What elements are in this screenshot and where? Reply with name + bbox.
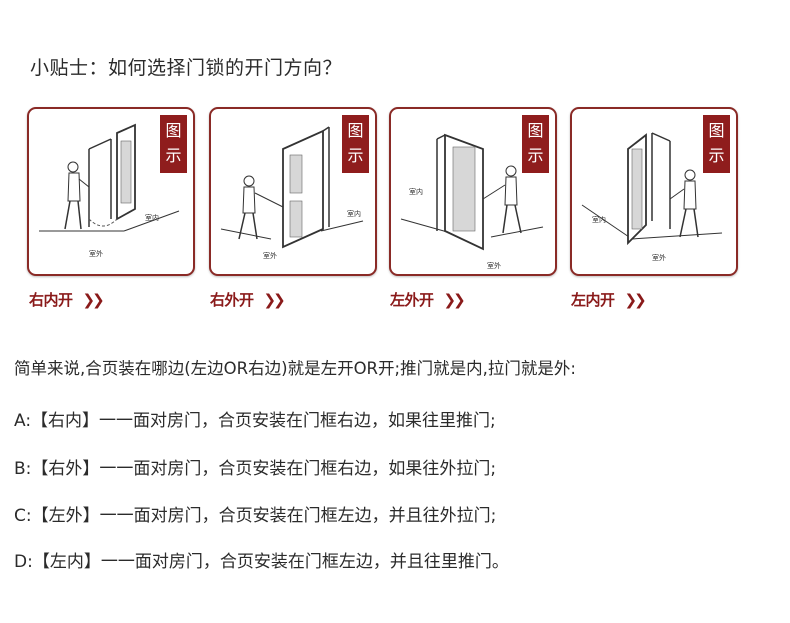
- page-title: 小贴士：如何选择门锁的开门方向？: [30, 57, 343, 79]
- illustration-tag: 图示: [522, 115, 549, 173]
- double-chevron-icon: ❯❯: [443, 291, 466, 309]
- door-illustration: [39, 123, 180, 232]
- door-illustration: [581, 132, 723, 246]
- label-indoor: 室内: [592, 216, 606, 224]
- label-outdoor: 室外: [89, 250, 103, 258]
- double-chevron-icon: ❯❯: [263, 291, 286, 309]
- label-indoor: 室内: [347, 210, 361, 218]
- item-b: B:【右外】一一面对房门，合页安装在门框右边，如果往外拉门;: [14, 459, 497, 479]
- caption-right-inward: 右内开❯❯: [29, 291, 105, 309]
- caption-left-outward: 左外开❯❯: [390, 291, 466, 309]
- item-c: C:【左外】一一面对房门，合页安装在门框左边，并且往外拉门;: [14, 506, 497, 526]
- illustration-tag: 图示: [160, 115, 187, 173]
- label-outdoor: 室外: [263, 252, 277, 260]
- door-panel-left-inward: 室内 室外 图示: [570, 107, 738, 276]
- illustration-tag: 图示: [703, 115, 730, 173]
- caption-right-outward: 右外开❯❯: [210, 291, 286, 309]
- label-outdoor: 室外: [487, 262, 501, 270]
- door-panel-left-outward: 室内 室外 图示: [389, 107, 557, 276]
- caption-left-inward: 左内开❯❯: [571, 291, 647, 309]
- label-outdoor: 室外: [652, 254, 666, 262]
- double-chevron-icon: ❯❯: [624, 291, 647, 309]
- door-illustration: [400, 133, 544, 251]
- summary-text: 简单来说,合页装在哪边(左边OR右边)就是左开OR开;推门就是内,拉门就是外:: [14, 359, 576, 378]
- item-d: D:【左内】一一面对房门，合页安装在门框左边，并且往里推门。: [14, 552, 509, 572]
- illustration-tag: 图示: [342, 115, 369, 173]
- item-a: A:【右内】一一面对房门，合页安装在门框右边，如果往里推门;: [14, 411, 496, 431]
- double-chevron-icon: ❯❯: [82, 291, 105, 309]
- door-panel-right-inward: 室内 室外 图示: [27, 107, 195, 276]
- door-illustration: [220, 126, 364, 249]
- door-panel-right-outward: 室内 室外 图示: [209, 107, 377, 276]
- label-indoor: 室内: [409, 188, 423, 196]
- label-indoor: 室内: [145, 214, 159, 222]
